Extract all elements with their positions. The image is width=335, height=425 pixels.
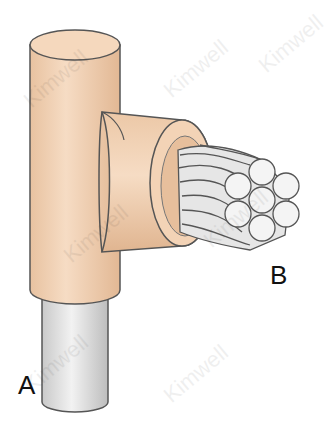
stranded-cable (178, 145, 299, 250)
watermark: Kimwell (160, 341, 232, 407)
watermark: Kimwell (160, 36, 232, 102)
watermark: Kimwell (255, 11, 327, 77)
part-label: B (270, 262, 287, 288)
